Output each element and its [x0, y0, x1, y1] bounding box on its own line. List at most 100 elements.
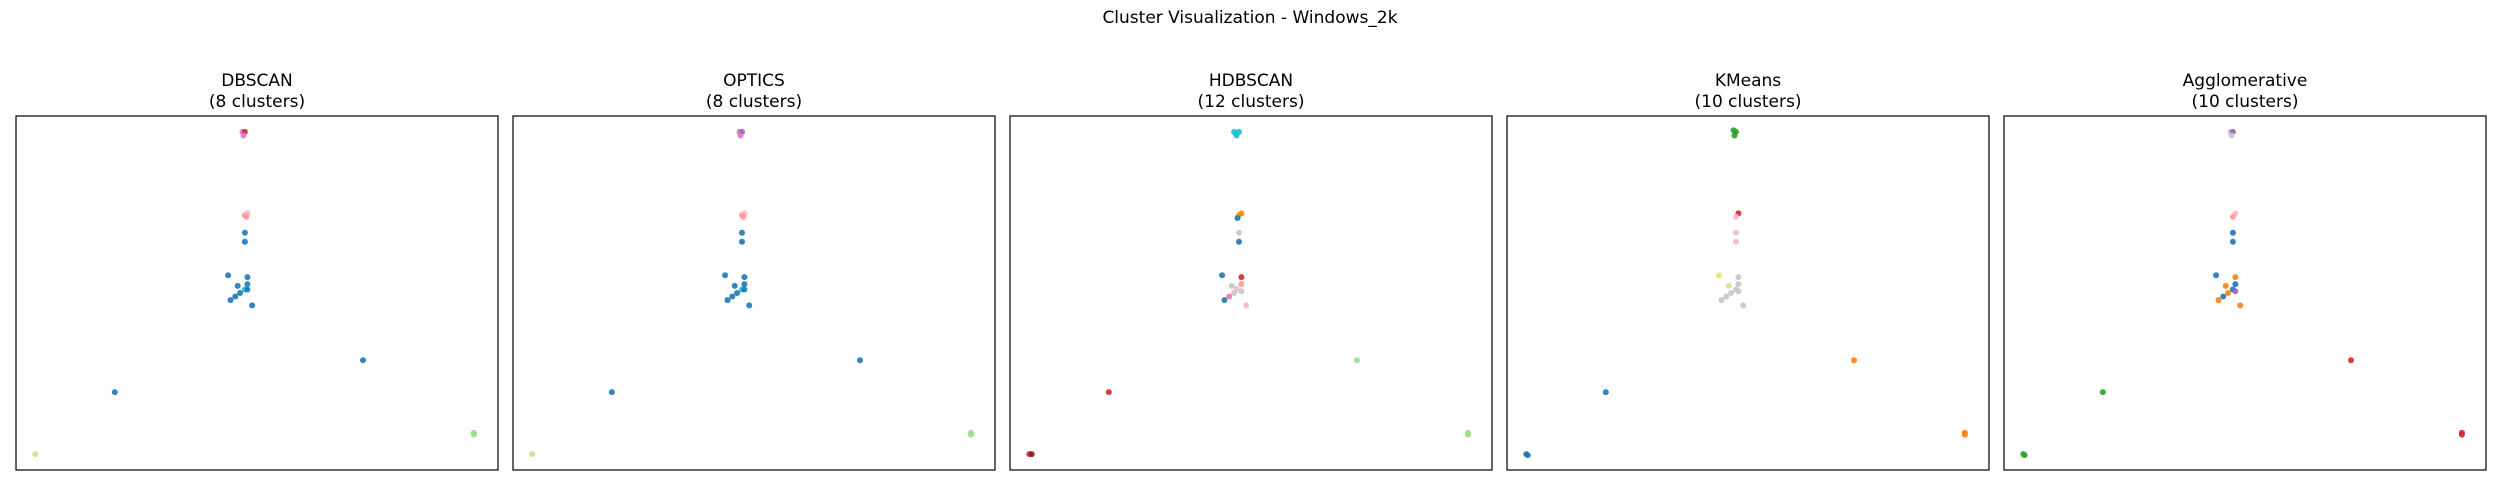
data-point [529, 451, 536, 458]
data-point [1733, 229, 1739, 236]
subplot-title-optics: OPTICS [723, 71, 785, 91]
data-point [2215, 297, 2222, 304]
data-point [2228, 132, 2235, 139]
subplot-title-dbscan: DBSCAN [221, 71, 292, 91]
data-point [1238, 210, 1245, 217]
data-point [2099, 389, 2106, 396]
data-point [1028, 451, 1035, 458]
data-point [608, 389, 615, 396]
data-point [249, 302, 256, 309]
data-point [2232, 274, 2239, 281]
data-point [1735, 274, 1742, 281]
data-point [111, 389, 118, 396]
data-point [741, 274, 748, 281]
data-point [722, 272, 729, 279]
data-point [1733, 213, 1739, 220]
data-point [2222, 282, 2229, 289]
subplot-hdbscan: HDBSCAN(12 clusters) [1009, 71, 1493, 471]
data-point [967, 431, 974, 438]
data-point [1735, 281, 1742, 288]
data-point [734, 290, 741, 296]
subplot-optics: OPTICS(8 clusters) [512, 71, 996, 471]
data-point [741, 286, 748, 293]
data-point [741, 281, 748, 288]
data-point [1731, 132, 1738, 139]
axes-frame-optics [512, 115, 996, 471]
data-point [2021, 452, 2028, 459]
subplot-subtitle-optics: (8 clusters) [706, 92, 802, 112]
data-point [244, 274, 251, 281]
data-point [2348, 357, 2354, 364]
data-point [1718, 297, 1725, 304]
subplot-subtitle-dbscan: (8 clusters) [209, 92, 305, 112]
subplot-title-kmeans: KMeans [1715, 71, 1781, 91]
figure-suptitle: Cluster Visualization - Windows_2k [1102, 8, 1397, 28]
subplot-grid: DBSCAN(8 clusters)OPTICS(8 clusters)HDBS… [15, 71, 2487, 471]
data-point [746, 302, 753, 309]
data-point [1236, 238, 1242, 245]
data-point [1728, 290, 1735, 296]
data-point [1219, 272, 1226, 279]
data-point [739, 229, 745, 236]
data-point [2229, 229, 2236, 236]
data-point [1236, 229, 1242, 236]
data-point [2237, 302, 2244, 309]
data-point [470, 431, 477, 438]
data-point [1961, 431, 1968, 438]
data-point [1740, 302, 1747, 309]
data-point [1602, 389, 1609, 396]
data-point [2220, 293, 2227, 300]
subplot-dbscan: DBSCAN(8 clusters) [15, 71, 499, 471]
subplot-subtitle-kmeans: (10 clusters) [1695, 92, 1802, 112]
data-point [1238, 274, 1245, 281]
axes-frame-agglomerative [2003, 115, 2487, 471]
data-point [241, 238, 248, 245]
data-point [1228, 282, 1235, 289]
data-point [1723, 293, 1730, 300]
data-point [1238, 288, 1245, 295]
data-point [1226, 293, 1233, 300]
data-point [1464, 431, 1471, 438]
data-point [1354, 357, 1360, 364]
data-point [1231, 290, 1238, 296]
data-point [240, 132, 247, 139]
data-point [731, 282, 738, 289]
data-point [244, 281, 251, 288]
data-point [243, 213, 250, 220]
data-point [1524, 452, 1531, 459]
data-point [1851, 357, 1857, 364]
data-point [1725, 282, 1732, 289]
data-point [2458, 431, 2465, 438]
data-point [32, 451, 39, 458]
subplot-title-agglomerative: Agglomerative [2183, 71, 2308, 91]
data-point [225, 272, 232, 279]
data-point [857, 357, 863, 364]
data-point [237, 290, 244, 296]
axes-frame-hdbscan [1009, 115, 1493, 471]
data-point [2232, 288, 2239, 295]
subplot-subtitle-hdbscan: (12 clusters) [1198, 92, 1305, 112]
data-point [1716, 272, 1723, 279]
data-point [360, 357, 366, 364]
data-point [232, 293, 239, 300]
data-point [2225, 290, 2232, 296]
data-point [1105, 389, 1112, 396]
data-point [1233, 132, 1240, 139]
subplot-kmeans: KMeans(10 clusters) [1506, 71, 1990, 471]
data-point [1238, 281, 1245, 288]
data-point [724, 297, 731, 304]
data-point [729, 293, 736, 300]
data-point [1733, 238, 1739, 245]
data-point [1735, 288, 1742, 295]
data-point [1221, 297, 1228, 304]
data-point [2229, 238, 2236, 245]
axes-frame-dbscan [15, 115, 499, 471]
data-point [739, 238, 745, 245]
data-point [737, 132, 744, 139]
subplot-title-hdbscan: HDBSCAN [1209, 71, 1293, 91]
data-point [234, 282, 241, 289]
data-point [2229, 213, 2236, 220]
data-point [227, 297, 234, 304]
data-point [1243, 302, 1250, 309]
